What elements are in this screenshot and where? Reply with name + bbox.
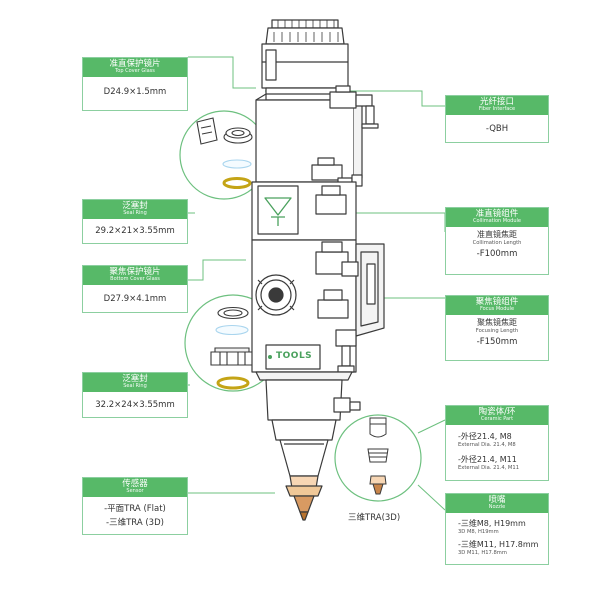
box-header: 泛塞封 Seal Ring — [83, 200, 187, 220]
value-text: -F100mm — [476, 249, 518, 260]
item-zh: -外径21.4, M11 — [458, 455, 517, 465]
title-en: Focus Module — [479, 305, 515, 312]
value-line-2: -三维TRA (3D) — [106, 518, 164, 529]
box-header: 喷嘴 Nozzle — [446, 494, 548, 514]
box-ceramic-part: 陶瓷体/环 Ceramic Part -外径21.4, M8 External … — [445, 405, 549, 481]
value-text: 32.2×24×3.55mm — [95, 400, 175, 411]
title-zh: 聚焦保护镜片 — [109, 267, 161, 277]
box-header: 泛塞封 Seal Ring — [83, 373, 187, 393]
ceramic-item-1: -外径21.4, M8 External Dia. 21.4, M8 — [446, 431, 548, 448]
title-zh: 泛塞封 — [122, 374, 148, 384]
box-bottom-cover-glass: 聚焦保护镜片 Bottom Cover Glass D27.9×4.1mm — [82, 265, 188, 313]
title-zh: 准直保护镜片 — [109, 59, 161, 69]
nozzle-item-2: -三维M11, H17.8mm 3D M11, H17.8mm — [446, 539, 548, 556]
item-zh: -三维M11, H17.8mm — [458, 540, 539, 550]
box-header: 准直保护镜片 Top Cover Glass — [83, 58, 187, 78]
laser-head-body — [251, 19, 385, 521]
box-focus-module: 聚焦镜组件 Focus Module 聚焦镜焦距 Focusing Length… — [445, 295, 549, 361]
item-en: 3D M8, H19mm — [458, 529, 499, 536]
title-en: Top Cover Glass — [115, 67, 155, 74]
title-en: Seal Ring — [123, 382, 147, 389]
box-top-cover-glass: 准直保护镜片 Top Cover Glass D24.9×1.5mm — [82, 57, 188, 111]
value-text: 29.2×21×3.55mm — [95, 226, 175, 237]
box-header: 陶瓷体/环 Ceramic Part — [446, 406, 548, 426]
nozzle-item-1: -三维M8, H19mm 3D M8, H19mm — [446, 518, 548, 535]
title-zh: 准直镜组件 — [475, 209, 519, 219]
box-header: 聚焦保护镜片 Bottom Cover Glass — [83, 266, 187, 286]
brand-plate-accent — [268, 355, 272, 359]
sub-title-zh: 聚焦镜焦距 — [477, 318, 517, 328]
value-text: D27.9×4.1mm — [103, 294, 167, 305]
sub-title-zh: 准直镜焦距 — [477, 230, 517, 240]
brand-mark: TOOLS — [276, 351, 313, 361]
sub-title-en: Focusing Length — [475, 328, 519, 335]
item-en: 3D M11, H17.8mm — [458, 550, 507, 557]
box-nozzle: 喷嘴 Nozzle -三维M8, H19mm 3D M8, H19mm -三维M… — [445, 493, 549, 565]
box-fiber-interface: 光纤接口 Fiber Interface -QBH — [445, 95, 549, 143]
title-en: Collimation Module — [472, 217, 521, 224]
title-en: Sensor — [126, 487, 144, 494]
box-seal-ring-1: 泛塞封 Seal Ring 29.2×21×3.55mm — [82, 199, 188, 244]
value-line-1: -平面TRA (Flat) — [104, 504, 166, 515]
title-zh: 光纤接口 — [479, 97, 514, 107]
item-zh: -外径21.4, M8 — [458, 432, 512, 442]
title-zh: 喷嘴 — [488, 495, 506, 505]
title-zh: 陶瓷体/环 — [478, 407, 516, 417]
title-en: Fiber Interface — [478, 105, 516, 112]
box-seal-ring-2: 泛塞封 Seal Ring 32.2×24×3.55mm — [82, 372, 188, 418]
ceramic-item-2: -外径21.4, M11 External Dia. 21.4, M11 — [446, 454, 548, 471]
value-text: D24.9×1.5mm — [103, 87, 167, 98]
nozzle-detail-parts — [367, 417, 389, 495]
title-en: Ceramic Part — [480, 415, 514, 422]
title-zh: 传感器 — [122, 479, 148, 489]
top-cover-glass-parts — [196, 117, 253, 189]
box-sensor: 传感器 Sensor -平面TRA (Flat) -三维TRA (3D) — [82, 477, 188, 535]
value-text: -F150mm — [476, 337, 518, 348]
nozzle-3d-caption: 三维TRA(3D) — [348, 513, 401, 523]
value-text: -QBH — [485, 124, 509, 135]
box-header: 传感器 Sensor — [83, 478, 187, 498]
item-en: External Dia. 21.4, M8 — [458, 442, 516, 449]
title-en: Seal Ring — [123, 209, 147, 216]
title-en: Bottom Cover Glass — [110, 275, 160, 282]
title-zh: 聚焦镜组件 — [475, 297, 519, 307]
title-en: Nozzle — [488, 503, 506, 510]
box-header: 光纤接口 Fiber Interface — [446, 96, 548, 116]
box-header: 聚焦镜组件 Focus Module — [446, 296, 548, 316]
box-collimation-module: 准直镜组件 Collimation Module 准直镜焦距 Collimati… — [445, 207, 549, 275]
sub-title-en: Collimation Length — [472, 240, 522, 247]
box-header: 准直镜组件 Collimation Module — [446, 208, 548, 228]
item-en: External Dia. 21.4, M11 — [458, 465, 520, 472]
item-zh: -三维M8, H19mm — [458, 519, 526, 529]
title-zh: 泛塞封 — [122, 201, 148, 211]
